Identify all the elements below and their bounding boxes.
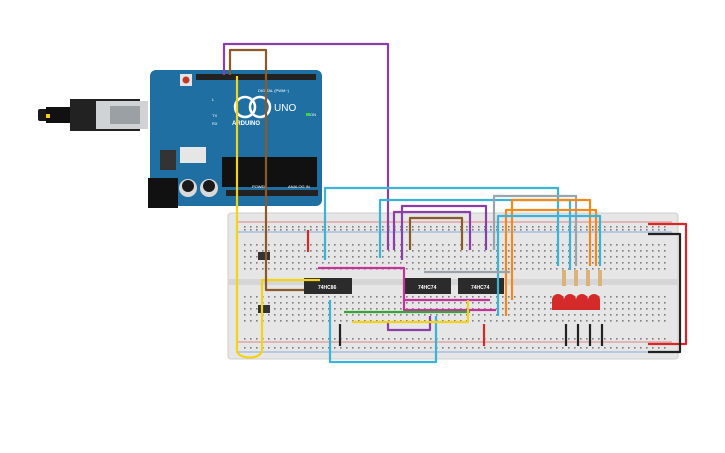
wire-teal-1 — [323, 186, 560, 266]
arduino-model: UNO — [274, 103, 296, 114]
analog-header — [226, 190, 318, 196]
wire-magenta-2 — [402, 300, 496, 312]
on-label: ON — [310, 112, 316, 117]
center-channel — [228, 279, 678, 285]
led-3 — [576, 294, 588, 310]
digital-header — [196, 74, 316, 80]
analog-label: ANALOG IN — [288, 184, 310, 189]
on-led — [306, 113, 310, 116]
chip-3-label: 74HC74 — [471, 285, 490, 291]
wires — [222, 42, 688, 364]
power-jack[interactable] — [148, 178, 178, 208]
leds — [552, 294, 600, 310]
arduino-board[interactable]: ARDUINO UNO DIGITAL (PWM~) POWER ANALOG … — [148, 70, 322, 208]
wire-yellow — [235, 76, 320, 359]
wire-teal-3 — [496, 214, 602, 316]
resistors — [562, 270, 602, 286]
wire-red-rail — [648, 222, 688, 346]
switch-1[interactable] — [258, 252, 270, 260]
breadboard[interactable] — [227, 212, 679, 360]
chip-74hc74-1[interactable]: 74HC74 — [405, 278, 451, 294]
resistor-4 — [598, 270, 602, 286]
switch-2[interactable] — [258, 305, 270, 313]
crystal — [180, 147, 206, 163]
wire-orange-2 — [504, 208, 598, 316]
wire-gray — [492, 194, 578, 266]
l-label: L — [212, 97, 215, 102]
usb-cable — [38, 99, 148, 131]
arduino-logo — [233, 95, 257, 119]
wire-magenta — [318, 266, 490, 302]
chip-74hc74-2[interactable]: 74HC74 — [458, 278, 504, 294]
wire-purple-2 — [400, 204, 488, 260]
wire-brown-2 — [408, 216, 464, 250]
wire-purple-top — [222, 42, 390, 250]
chip-2-label: 74HC74 — [418, 285, 437, 291]
resistor-2 — [574, 270, 578, 286]
wire-teal-2 — [378, 198, 572, 270]
wire-black-rail — [648, 232, 682, 354]
wire-brown-top — [228, 48, 268, 275]
wire-purple-3 — [392, 210, 472, 250]
power-label: POWER — [252, 184, 267, 189]
chip-1-label: 74HC86 — [318, 285, 337, 291]
wire-orange-1 — [510, 198, 592, 300]
resistor-3 — [586, 270, 590, 286]
led-2 — [564, 294, 576, 310]
tx-label: TX — [212, 113, 217, 118]
resistor-1 — [562, 270, 566, 286]
wire-brown-3 — [264, 275, 304, 292]
led-1 — [552, 294, 564, 310]
arduino-brand: ARDUINO — [232, 121, 260, 127]
chip-74hc86[interactable]: 74HC86 — [304, 278, 352, 294]
wire-teal-bottom — [328, 300, 438, 364]
led-4 — [588, 294, 600, 310]
wire-yellow-2 — [352, 300, 470, 324]
rx-label: RX — [212, 121, 218, 126]
digital-header-label: DIGITAL (PWM~) — [258, 88, 290, 93]
